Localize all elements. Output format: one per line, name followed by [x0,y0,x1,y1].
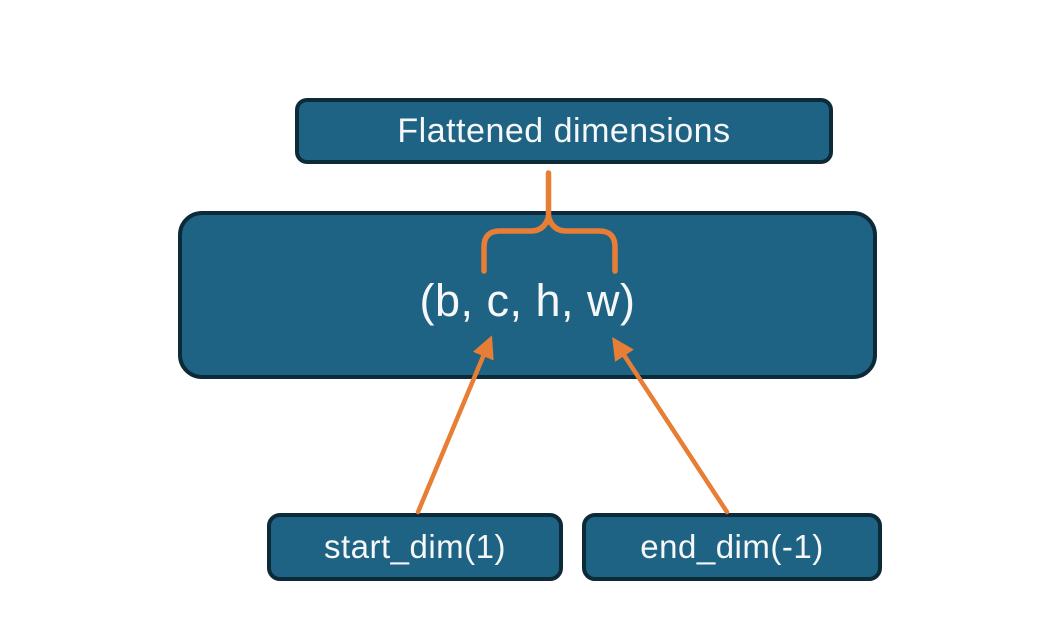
node-end-dim-label: end_dim(-1) [640,528,824,565]
node-start-dim-label: start_dim(1) [323,528,507,565]
node-flattened-dimensions-label: Flattened dimensions [397,111,731,150]
node-tensor-shape: (b, c, h, w) [178,211,877,379]
node-end-dim: end_dim(-1) [582,513,882,581]
node-start-dim: start_dim(1) [267,513,563,581]
node-tensor-shape-label: (b, c, h, w) [419,275,636,326]
node-flattened-dimensions: Flattened dimensions [295,98,833,164]
